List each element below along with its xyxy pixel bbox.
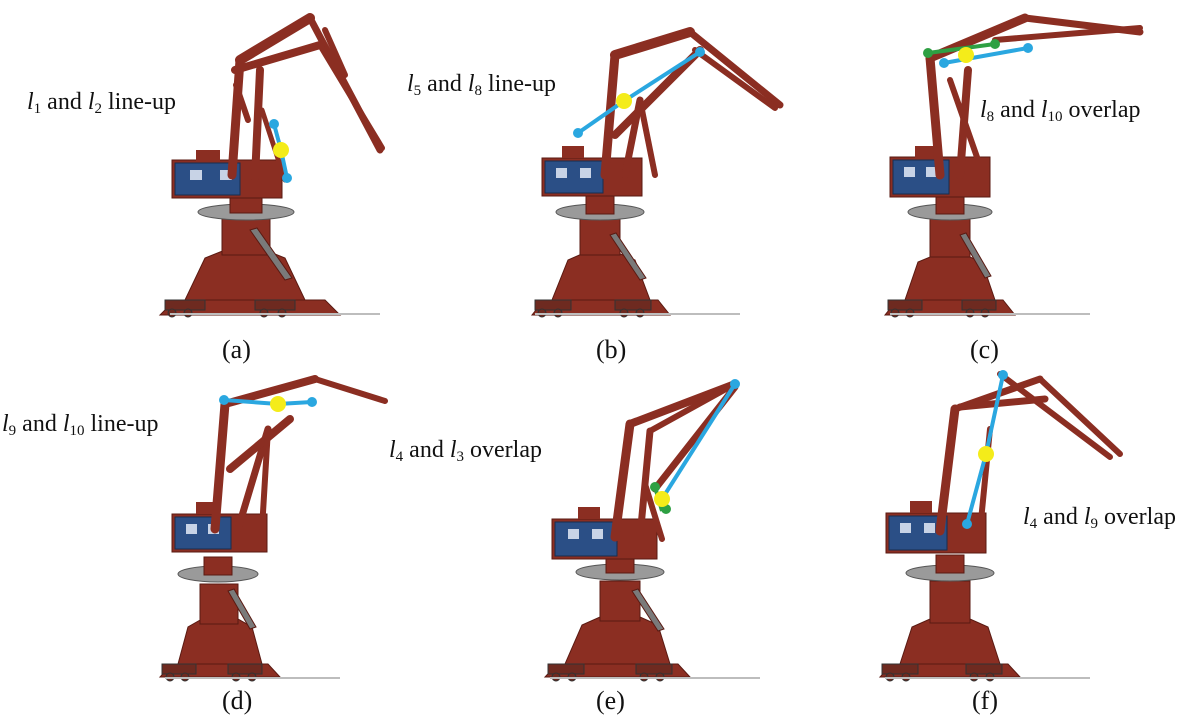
link-a-name: l: [389, 437, 396, 463]
highlight-links-f: [962, 370, 1008, 529]
link-b-index: 9: [1090, 516, 1099, 532]
link-a-name: l: [1023, 504, 1030, 530]
link-a-index: 5: [413, 83, 422, 99]
panel-e: l4 and l3 overlap (e): [389, 359, 800, 718]
highlight-links-d: [219, 395, 317, 412]
crane-drawing-a: [158, 13, 385, 318]
crane-base: [878, 554, 1022, 678]
link-a-name: l: [2, 411, 9, 437]
link-b-index: 8: [474, 83, 483, 99]
crane-arms: [610, 380, 739, 542]
caption-c: (c): [970, 335, 999, 364]
annotation-relation: line-up: [482, 71, 556, 97]
crane-cab: [171, 502, 268, 553]
crane-drawing-b: [530, 27, 784, 318]
link-b-name: l: [449, 437, 457, 463]
link-a-name: l: [27, 89, 34, 115]
crane-drawing-c: [883, 13, 1144, 318]
highlight-links-b: [573, 47, 705, 138]
panel-a: l1 and l2 line-up (a): [0, 0, 400, 363]
annotation-joiner: and: [16, 411, 63, 437]
link-b-index: 2: [94, 101, 103, 117]
link-b-name: l: [1040, 97, 1048, 123]
panel-b: l5 and l8 line-up (b): [400, 0, 800, 363]
link-a-index: 4: [395, 449, 404, 465]
annotation-e: l4 and l3 overlap: [389, 438, 542, 465]
annotation-c: l8 and l10 overlap: [980, 98, 1140, 125]
link-b-name: l: [467, 71, 475, 97]
crane-arms: [600, 27, 784, 180]
panel-f: l4 and l9 overlap (f): [800, 359, 1200, 718]
link-b-name: l: [62, 411, 70, 437]
crane-base: [543, 554, 692, 678]
annotation-relation: overlap: [1098, 504, 1176, 530]
panel-d: l9 and l10 line-up (d): [0, 359, 400, 718]
link-a-name: l: [407, 71, 414, 97]
crane-cab: [551, 507, 658, 560]
link-b-index: 3: [456, 449, 465, 465]
highlight-links-e: [650, 379, 740, 514]
annotation-b: l5 and l8 line-up: [407, 72, 556, 99]
link-b-index: 10: [69, 423, 85, 439]
caption-b: (b): [596, 335, 627, 364]
crane-drawing-e: [543, 379, 760, 682]
crane-drawing-f: [878, 370, 1123, 682]
caption-d: (d): [222, 686, 253, 715]
panel-c: l8 and l10 overlap (c): [800, 0, 1200, 363]
annotation-joiner: and: [994, 97, 1041, 123]
link-a-index: 1: [33, 101, 42, 117]
highlight-links-a: [269, 119, 292, 183]
annotation-joiner: and: [1037, 504, 1084, 530]
link-b-name: l: [1083, 504, 1091, 530]
crane-base: [530, 195, 672, 316]
annotation-f: l4 and l9 overlap: [1023, 505, 1176, 532]
link-a-index: 4: [1029, 516, 1038, 532]
crane-base: [158, 194, 342, 316]
annotation-d: l9 and l10 line-up: [2, 412, 158, 439]
crane-arms: [227, 13, 385, 183]
annotation-relation: line-up: [84, 411, 159, 437]
caption-e: (e): [596, 686, 625, 715]
annotation-joiner: and: [41, 89, 88, 115]
link-a-index: 8: [986, 109, 995, 125]
annotation-joiner: and: [403, 437, 450, 463]
annotation-relation: overlap: [1062, 97, 1141, 123]
crane-drawing-d: [158, 375, 388, 682]
annotation-relation: overlap: [464, 437, 542, 463]
link-b-name: l: [87, 89, 95, 115]
annotation-joiner: and: [421, 71, 468, 97]
caption-a: (a): [222, 335, 251, 364]
annotation-a: l1 and l2 line-up: [27, 90, 176, 117]
crane-base: [883, 195, 1017, 316]
highlight-links-c: [923, 39, 1033, 68]
caption-f: (f): [972, 686, 998, 715]
link-a-name: l: [980, 97, 987, 123]
crane-arms: [925, 13, 1144, 183]
crane-cab: [171, 150, 283, 199]
link-b-index: 10: [1047, 109, 1063, 125]
link-a-index: 9: [8, 423, 17, 439]
crane-base: [158, 556, 282, 678]
annotation-relation: line-up: [102, 89, 176, 115]
